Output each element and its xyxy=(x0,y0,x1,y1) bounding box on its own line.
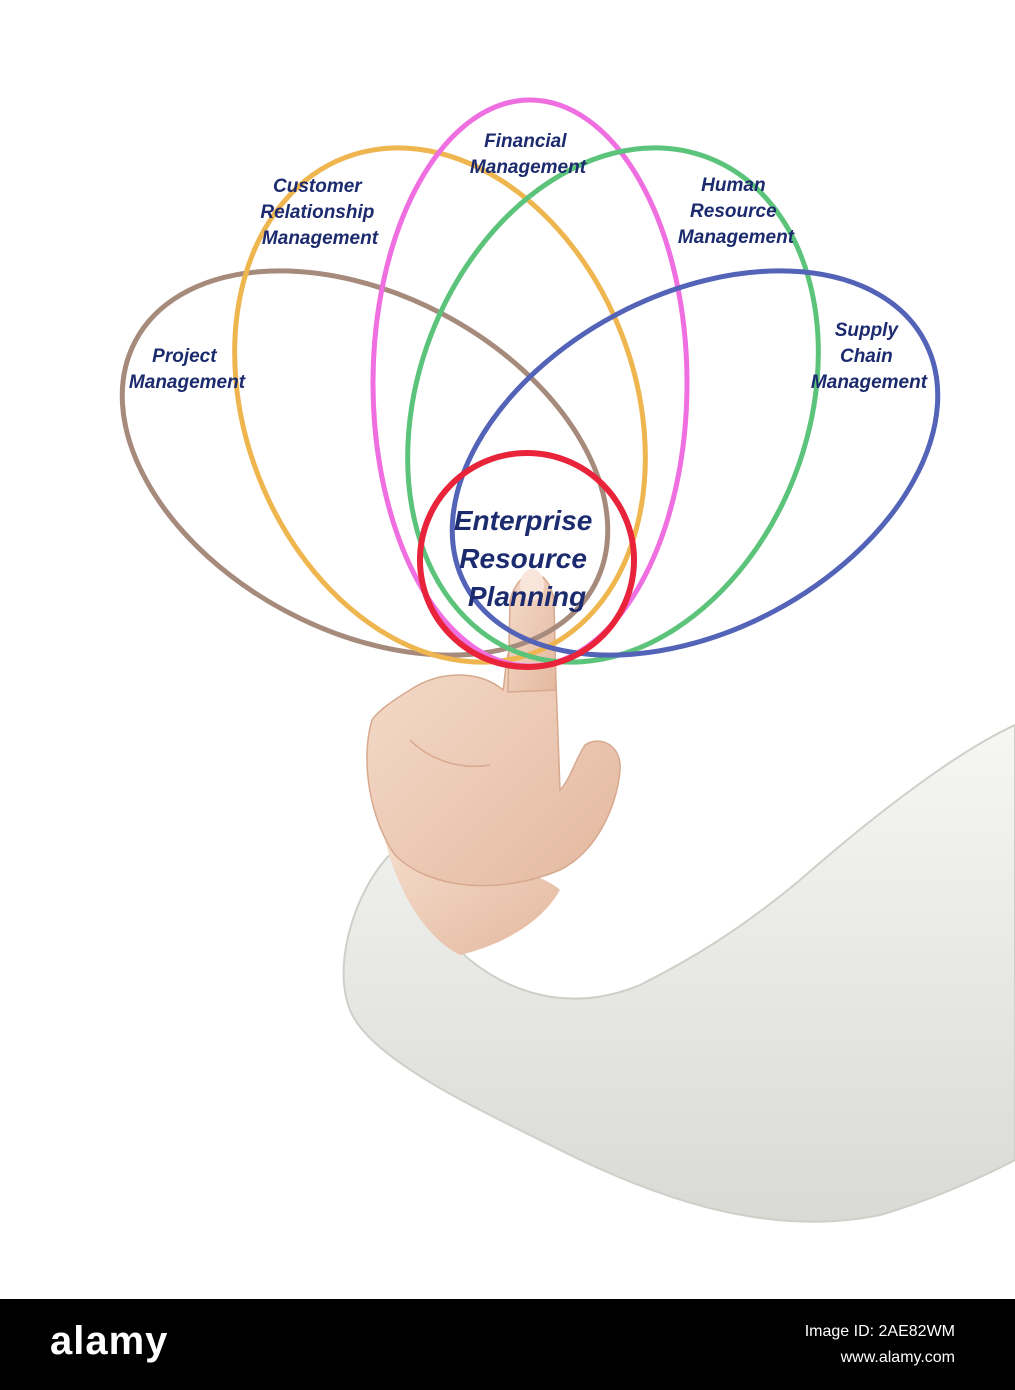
sleeve xyxy=(342,723,1015,1223)
petal-supply-ellipse xyxy=(449,268,941,658)
fingernail xyxy=(520,569,544,601)
petal-project-ellipse xyxy=(119,268,611,658)
palm xyxy=(366,630,621,887)
erp-diagram: Project Management Customer Relationship… xyxy=(119,97,1015,1223)
image-id: Image ID: 2AE82WM xyxy=(804,1323,955,1340)
label-customer: Customer Relationship Management xyxy=(260,176,379,249)
footer-meta: Image ID: 2AE82WM www.alamy.com xyxy=(805,1319,955,1371)
stock-footer: alamy Image ID: 2AE82WM www.alamy.com xyxy=(0,1299,1015,1390)
site-link[interactable]: www.alamy.com xyxy=(840,1349,955,1366)
label-project: Project Management xyxy=(129,346,246,393)
petal-customer-ellipse xyxy=(232,145,648,665)
brand-logo: alamy xyxy=(50,1319,169,1363)
petal-human-ellipse xyxy=(405,145,821,665)
label-human: Human Resource Management xyxy=(678,175,795,248)
label-financial: Financial Management xyxy=(470,131,587,178)
hand-illustration xyxy=(342,569,1015,1223)
knuckle-line xyxy=(409,739,491,767)
label-supply: Supply Chain Management xyxy=(811,320,928,393)
center-circle xyxy=(417,450,637,670)
center-label: Enterprise Resource Planning xyxy=(454,505,600,612)
